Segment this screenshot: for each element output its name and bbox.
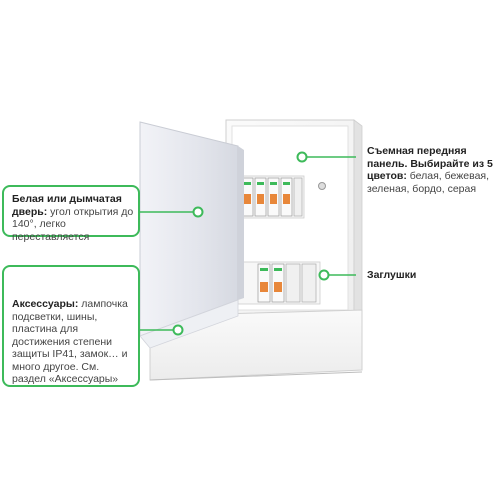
- door-callout: Белая или дымчатая дверь: угол открытия …: [12, 193, 134, 243]
- callout-dot-icon: [296, 151, 308, 163]
- accessories-callout-text: лампочка подсветки, шины, пластина для д…: [12, 298, 128, 385]
- plugs-callout: Заглушки: [367, 269, 467, 282]
- accessories-callout: Аксессуары: лампочка подсветки, шины, пл…: [12, 298, 132, 386]
- door-callout-text: угол открытия до 140°, легко переставляе…: [12, 205, 134, 243]
- callout-dot-icon: [172, 324, 184, 336]
- panel-callout-title: Съемная передняя панель. Выбирайте из 5 …: [367, 145, 493, 182]
- callout-connectors: [138, 151, 356, 336]
- top-breaker-row: [237, 175, 305, 219]
- accessories-callout-box: [2, 265, 140, 387]
- bottom-breaker-row: [237, 261, 321, 305]
- door-callout-box: [2, 185, 140, 237]
- callout-dot-icon: [318, 269, 330, 281]
- callout-dot-icon: [192, 206, 204, 218]
- enclosure-door: [139, 121, 244, 349]
- lock-icon: [318, 182, 326, 190]
- plugs-callout-title: Заглушки: [367, 269, 417, 281]
- accessories-callout-title: Аксессуары:: [12, 298, 79, 310]
- panel-callout: Съемная передняя панель. Выбирайте из 5 …: [367, 145, 495, 195]
- panel-callout-text: белая, бежевая, зеленая, бордо, серая: [367, 170, 490, 195]
- door-callout-title: Белая или дымчатая дверь:: [12, 193, 122, 218]
